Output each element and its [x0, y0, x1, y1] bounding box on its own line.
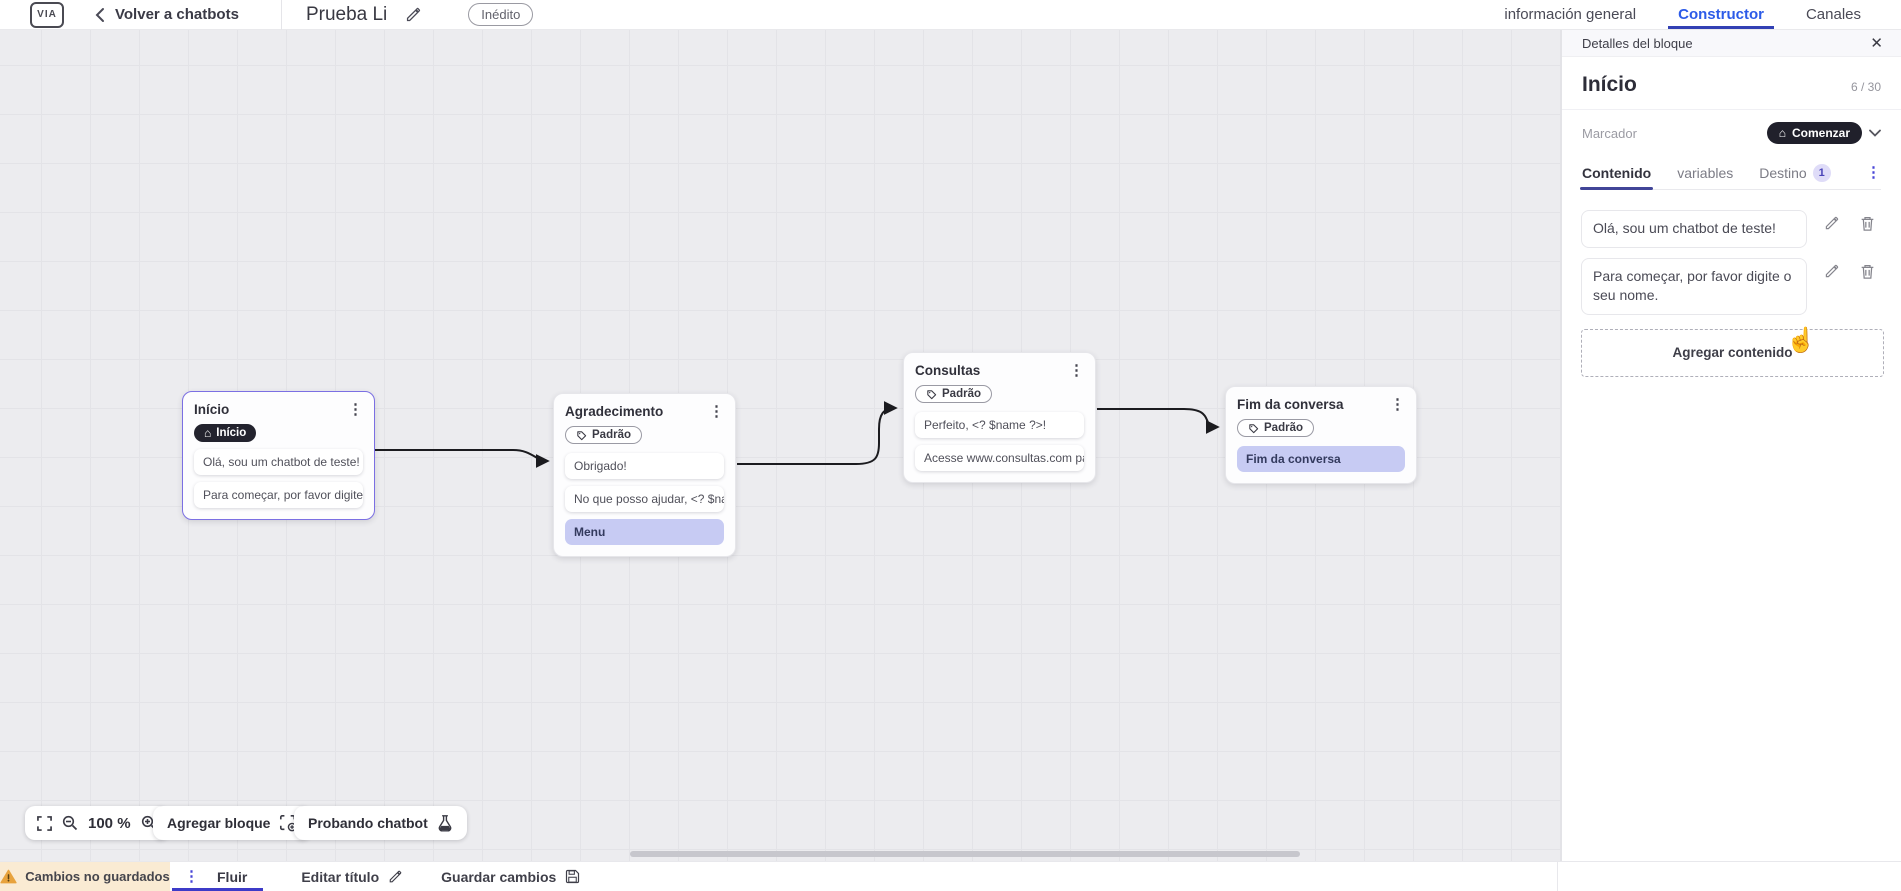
block-menu-icon[interactable]: ⋮ [1390, 396, 1405, 413]
flow-block-consultas[interactable]: Consultas ⋮ Padrão Perfeito, <? $name ?>… [903, 352, 1096, 483]
block-name-row: Início 6 / 30 [1562, 57, 1901, 110]
tag-icon [1249, 423, 1259, 433]
builder-tabs: información general Constructor Canales [1504, 0, 1861, 29]
test-chatbot-button[interactable]: Probando chatbot [294, 806, 467, 840]
flow-block-fim-da-conversa[interactable]: Fim da conversa ⋮ Padrão Fim da conversa [1225, 386, 1417, 484]
edit-content-icon[interactable] [1824, 215, 1840, 231]
top-bar: VIA Volver a chatbots Prueba Li Inédito … [0, 0, 1901, 30]
block-menu-icon[interactable]: ⋮ [709, 403, 724, 420]
flow-block-inicio[interactable]: Início ⋮ ⌂ Início Olá, sou um chatbot de… [182, 391, 375, 520]
edit-title-button[interactable]: Editar título [301, 869, 403, 885]
zoom-toolbar: 100 % [25, 806, 169, 840]
marker-label: Marcador [1582, 125, 1637, 141]
block-tag-default: Padrão [565, 426, 642, 444]
horizontal-scrollbar[interactable] [630, 851, 1300, 857]
edit-content-icon[interactable] [1824, 263, 1840, 279]
panel-title: Detalles del bloque [1582, 35, 1693, 51]
delete-content-icon[interactable] [1860, 215, 1875, 232]
mouse-cursor: ☝ [1786, 327, 1816, 354]
tab-general-info[interactable]: información general [1504, 6, 1637, 23]
block-title: Início [194, 402, 230, 417]
save-icon [566, 869, 580, 884]
add-block-button[interactable]: Agregar bloque [153, 806, 312, 840]
flow-tab-label: Fluir [217, 868, 248, 885]
tab-constructor[interactable]: Constructor [1668, 0, 1774, 29]
marker-row: Marcador ⌂ Comenzar [1562, 110, 1901, 154]
block-menu-item[interactable]: Menu [565, 518, 724, 545]
flask-icon [438, 814, 452, 832]
home-icon: ⌂ [204, 426, 212, 440]
block-message-item[interactable]: Para começar, por favor digite o ... [194, 482, 363, 508]
add-content-button[interactable]: Agregar contenido [1581, 328, 1884, 377]
chevron-left-icon [95, 7, 104, 22]
back-label: Volver a chatbots [115, 6, 239, 23]
unsaved-changes-warning: Cambios no guardados [0, 862, 170, 891]
block-message-item[interactable]: Obrigado! [565, 452, 724, 479]
content-text-box[interactable]: Olá, sou um chatbot de teste! [1581, 210, 1807, 248]
content-row: Para começar, por favor digite o seu nom… [1581, 257, 1901, 315]
block-details-panel: Detalles del bloque ✕ Início 6 / 30 Marc… [1561, 30, 1901, 861]
chatbot-title: Prueba Li [305, 3, 388, 25]
pencil-icon [389, 870, 402, 883]
panel-tabs: Contenido variables Destino 1 ⋮ [1579, 156, 1881, 190]
marker-value-pill[interactable]: ⌂ Comenzar [1766, 122, 1862, 144]
block-title: Consultas [915, 363, 981, 378]
zoom-out-icon[interactable] [62, 815, 78, 831]
tab-destination[interactable]: Destino 1 [1759, 156, 1831, 189]
block-name[interactable]: Início [1582, 73, 1637, 96]
content-list: Olá, sou um chatbot de teste! Para começ… [1562, 190, 1901, 315]
topbar-divider [280, 0, 282, 30]
tag-icon [577, 430, 587, 440]
block-tag-start: ⌂ Início [194, 424, 257, 442]
back-to-chatbots-button[interactable]: Volver a chatbots [94, 6, 239, 23]
close-icon[interactable]: ✕ [1870, 35, 1883, 52]
tab-variables[interactable]: variables [1677, 164, 1734, 181]
block-menu-icon[interactable]: ⋮ [348, 401, 363, 418]
home-icon: ⌂ [1778, 126, 1786, 140]
zoom-in-icon[interactable] [141, 815, 157, 831]
panel-tabs-menu-icon[interactable]: ⋮ [1866, 164, 1881, 181]
tag-icon [927, 389, 937, 399]
flow-block-agradecimento[interactable]: Agradecimento ⋮ Padrão Obrigado! No que … [553, 393, 736, 557]
status-badge: Inédito [468, 3, 534, 26]
content-row: Olá, sou um chatbot de teste! [1581, 210, 1901, 248]
destination-count-badge: 1 [1812, 163, 1831, 182]
edit-title-icon[interactable] [405, 6, 422, 23]
block-end-item[interactable]: Fim da conversa [1237, 445, 1405, 472]
bottombar-divider [1557, 862, 1558, 891]
block-tag-default: Padrão [1237, 419, 1314, 437]
zoom-level: 100 % [88, 814, 131, 832]
flow-canvas[interactable]: Início ⋮ ⌂ Início Olá, sou um chatbot de… [0, 30, 1561, 861]
warning-text: Cambios no guardados [25, 869, 170, 884]
content-text-box[interactable]: Para começar, por favor digite o seu nom… [1581, 257, 1807, 315]
panel-header: Detalles del bloque ✕ [1562, 30, 1901, 57]
char-counter: 6 / 30 [1850, 80, 1881, 94]
fullscreen-icon[interactable] [37, 815, 52, 831]
flow-tab[interactable]: ⋮ Fluir [172, 862, 264, 891]
bottom-status-bar: Cambios no guardados ⋮ Fluir Editar títu… [0, 861, 1901, 891]
block-menu-icon[interactable]: ⋮ [1069, 362, 1084, 379]
block-title: Fim da conversa [1237, 397, 1344, 412]
delete-content-icon[interactable] [1860, 263, 1875, 280]
warning-icon [0, 869, 17, 884]
block-tag-default: Padrão [915, 385, 992, 403]
block-message-item[interactable]: Perfeito, <? $name ?>! [915, 411, 1084, 438]
app-logo: VIA [30, 1, 64, 28]
flow-tab-menu-icon[interactable]: ⋮ [184, 868, 199, 885]
block-message-item[interactable]: No que posso ajudar, <? $name ... [565, 485, 724, 512]
block-message-item[interactable]: Acesse www.consultas.com par... [915, 444, 1084, 471]
block-title: Agradecimento [565, 404, 664, 419]
block-message-item[interactable]: Olá, sou um chatbot de teste! [194, 449, 363, 475]
chevron-down-icon[interactable] [1869, 129, 1881, 137]
save-changes-button[interactable]: Guardar cambios [441, 869, 580, 885]
tab-content[interactable]: Contenido [1579, 156, 1654, 190]
tab-channels[interactable]: Canales [1805, 6, 1861, 23]
